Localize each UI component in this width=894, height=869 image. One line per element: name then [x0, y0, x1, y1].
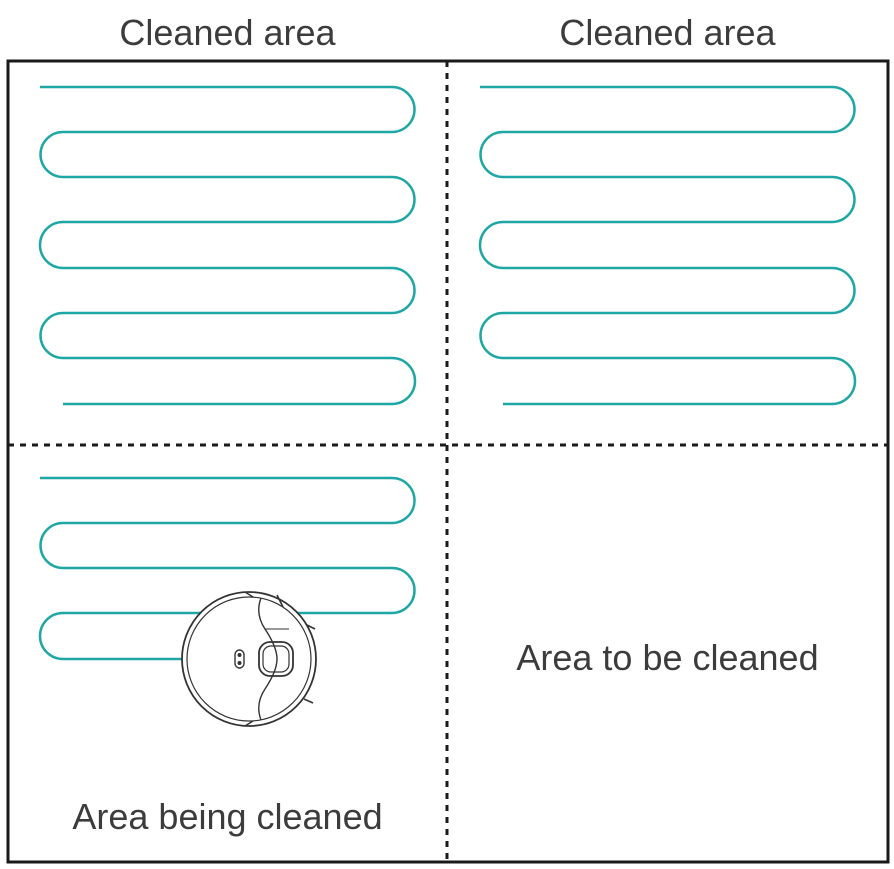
area-being-cleaned-label: Area being cleaned [72, 796, 383, 837]
cleaned-area-label-left: Cleaned area [119, 12, 336, 53]
cleaning-path-top-left [38, 85, 417, 406]
cleaned-area-label-right: Cleaned area [559, 12, 776, 53]
cleaning-path-bottom-left [38, 476, 416, 661]
area-to-be-cleaned-label: Area to be cleaned [516, 637, 819, 678]
cleaning-path-top-right [478, 85, 857, 406]
robot-vacuum-icon [181, 591, 317, 727]
